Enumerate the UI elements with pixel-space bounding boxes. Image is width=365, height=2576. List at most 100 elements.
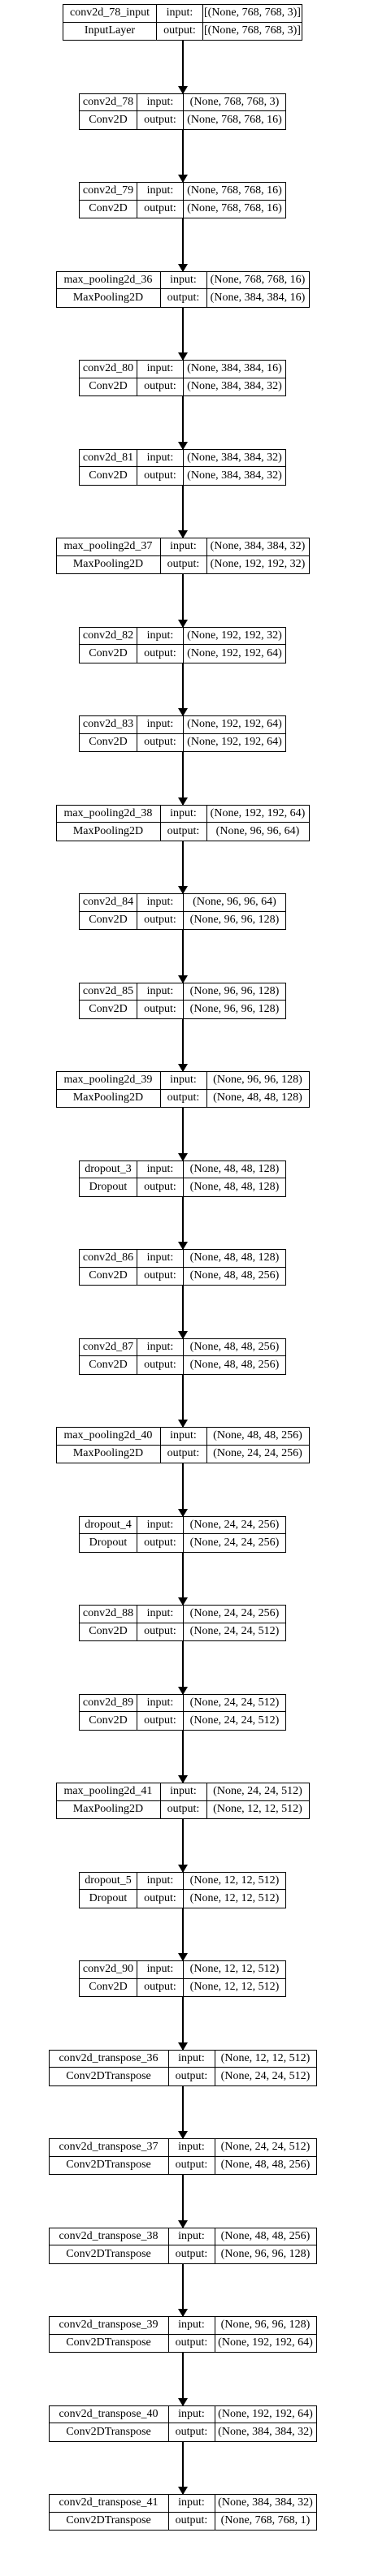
output-shape: (None, 192, 192, 64)	[183, 645, 285, 663]
layer-name: conv2d_88	[82, 1607, 134, 1620]
input-shape: (None, 96, 96, 128)	[206, 1072, 309, 1089]
input-label: input:	[159, 1428, 206, 1445]
output-label: output:	[159, 555, 206, 573]
layer-name: max_pooling2d_38	[63, 806, 153, 819]
input-shape: (None, 384, 384, 32)	[214, 2495, 316, 2512]
input-shape: (None, 12, 12, 512)	[183, 1872, 285, 1889]
layer-type: Conv2D	[89, 202, 128, 215]
output-label: output:	[137, 1712, 183, 1730]
layer-name: conv2d_transpose_36	[59, 2051, 159, 2064]
layer-type: Conv2DTranspose	[66, 2159, 151, 2172]
edge-arrow	[177, 2085, 188, 2139]
layer-type: Conv2DTranspose	[66, 2336, 151, 2349]
layer-type: MaxPooling2D	[72, 291, 144, 304]
layer-name: conv2d_85	[82, 984, 134, 997]
edge-arrow	[177, 1997, 188, 2050]
edge-arrow	[177, 129, 188, 183]
output-shape: (None, 96, 96, 128)	[183, 911, 285, 929]
output-shape: (None, 192, 192, 32)	[206, 555, 309, 573]
input-shape: (None, 48, 48, 256)	[206, 1428, 309, 1445]
input-label: input:	[167, 2228, 215, 2245]
edge-arrow	[177, 1286, 188, 1338]
input-shape: (None, 24, 24, 512)	[214, 2139, 316, 2156]
output-shape: (None, 24, 24, 512)	[183, 1623, 285, 1640]
input-label: input:	[137, 449, 183, 466]
layer-type: Conv2DTranspose	[66, 2247, 151, 2260]
layer-name: conv2d_78_input	[70, 6, 150, 19]
layer-name: conv2d_90	[82, 1963, 134, 1976]
input-shape: (None, 192, 192, 64)	[214, 2405, 316, 2423]
layer-name: conv2d_89	[82, 1696, 134, 1709]
output-label: output:	[159, 823, 206, 841]
output-label: output:	[156, 22, 202, 40]
edge-arrow	[177, 752, 188, 805]
input-shape: (None, 24, 24, 256)	[183, 1606, 285, 1623]
layer-name: conv2d_87	[82, 1340, 134, 1353]
input-shape: (None, 768, 768, 16)	[206, 271, 309, 288]
layer-type: Conv2D	[89, 914, 128, 927]
layer-name: conv2d_transpose_39	[59, 2319, 159, 2332]
layer-name: conv2d_transpose_38	[59, 2229, 159, 2242]
input-label: input:	[137, 716, 183, 733]
layer-type: MaxPooling2D	[72, 824, 144, 837]
layer-name: max_pooling2d_41	[63, 1785, 153, 1798]
layer-type: Dropout	[89, 1891, 128, 1904]
edge-arrow	[177, 1108, 188, 1160]
input-shape: (None, 384, 384, 32)	[206, 538, 309, 555]
edge-arrow	[177, 307, 188, 361]
input-shape: (None, 384, 384, 16)	[183, 361, 285, 378]
input-label: input:	[137, 627, 183, 644]
input-shape: (None, 24, 24, 512)	[183, 1694, 285, 1711]
input-label: input:	[137, 183, 183, 200]
layer-name: conv2d_79	[82, 184, 134, 197]
output-label: output:	[137, 1001, 183, 1018]
output-label: output:	[137, 733, 183, 751]
output-label: output:	[137, 200, 183, 218]
output-shape: (None, 48, 48, 128)	[206, 1089, 309, 1107]
layer-type: Conv2D	[89, 1358, 128, 1371]
output-label: output:	[137, 1178, 183, 1196]
layer-type: Dropout	[89, 1180, 128, 1193]
layer-type: InputLayer	[84, 24, 136, 37]
input-label: input:	[137, 1694, 183, 1711]
output-shape: (None, 768, 768, 1)	[214, 2512, 316, 2530]
layer-name: max_pooling2d_40	[63, 1429, 153, 1442]
edge-arrow	[177, 41, 188, 93]
edge-arrow	[177, 1730, 188, 1783]
output-label: output:	[137, 1623, 183, 1640]
input-shape: (None, 192, 192, 32)	[183, 627, 285, 644]
layer-name: conv2d_82	[82, 629, 134, 642]
input-shape: (None, 12, 12, 512)	[183, 1961, 285, 1978]
input-label: input:	[167, 2139, 215, 2156]
input-shape: (None, 192, 192, 64)	[206, 805, 309, 822]
edge-arrow	[177, 1641, 188, 1694]
layer-node: max_pooling2d_40 input:(None, 48, 48, 256…	[55, 1427, 310, 1463]
layer-type: Conv2D	[89, 113, 128, 126]
layer-name: max_pooling2d_37	[63, 540, 153, 553]
output-shape: (None, 48, 48, 256)	[183, 1267, 285, 1285]
output-shape: (None, 384, 384, 32)	[214, 2423, 316, 2441]
layer-type: Conv2D	[89, 646, 128, 659]
input-shape: (None, 48, 48, 128)	[183, 1160, 285, 1178]
output-shape: [(None, 768, 768, 3)]	[202, 22, 302, 40]
input-label: input:	[137, 983, 183, 1000]
output-label: output:	[137, 1890, 183, 1908]
input-label: input:	[137, 93, 183, 110]
output-label: output:	[159, 1800, 206, 1818]
output-label: output:	[159, 289, 206, 307]
input-shape: (None, 96, 96, 64)	[183, 894, 285, 911]
layer-type: Conv2D	[89, 736, 128, 749]
